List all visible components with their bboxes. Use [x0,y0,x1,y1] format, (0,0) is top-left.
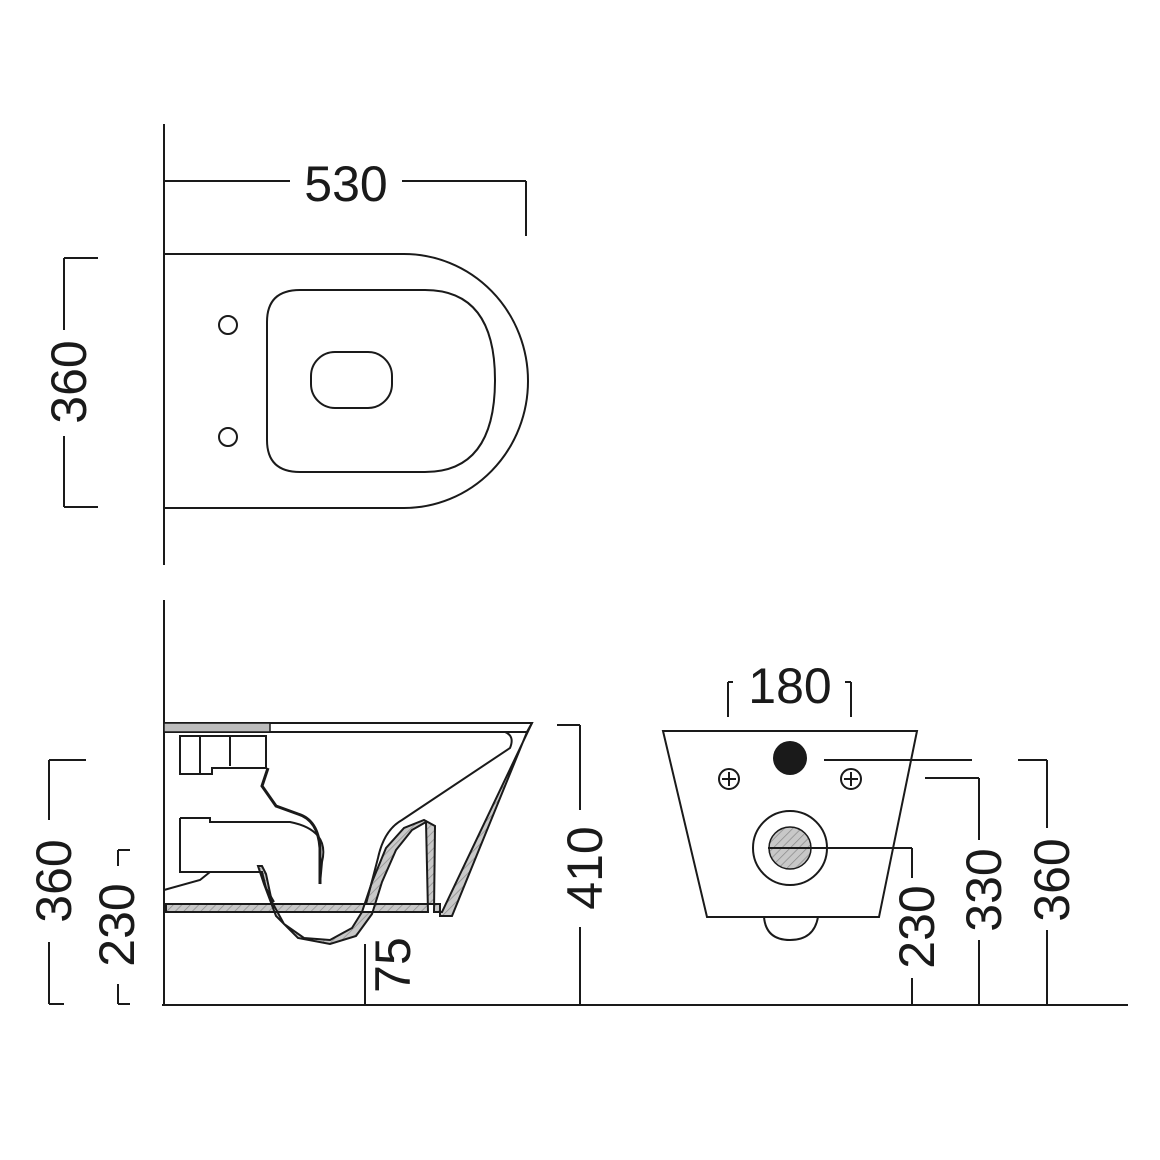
rear-view-inlet-pipe [773,741,807,775]
dimension-top-width: 530 [164,156,527,236]
dimension-label-360-rear: 360 [1024,838,1080,921]
side-view-outer-shell [165,722,533,946]
top-view-inner-rim [266,289,497,473]
dimension-label-360-side: 360 [26,839,82,922]
top-view-fixing-hole-lower [218,427,238,447]
top-view-fixing-hole-upper [218,315,238,335]
rear-view-fixing-hole-right [840,768,862,790]
dimension-label-180: 180 [748,658,831,714]
dimension-side-total-height: 360 [26,759,86,1005]
dimension-rear-fixing-height: 330 [925,777,1012,1005]
top-view-drain-hole [310,351,393,409]
dimension-rear-total-height: 360 [824,759,1080,1005]
side-view: 410 360 230 75 [26,600,1128,1006]
top-view-bowl-outline [164,253,529,509]
rear-view-fixing-hole-left [718,768,740,790]
dimension-side-outlet-offset: 75 [364,937,421,1005]
dimension-label-230-side: 230 [89,883,145,966]
side-view-inlet-block [179,735,267,775]
dimension-label-410: 410 [557,826,613,909]
dimension-label-360-top: 360 [41,340,97,423]
dimension-rear-inlet-width: 180 [727,658,852,717]
dimension-top-depth: 360 [41,257,98,508]
side-view-bowl-inner-wall [270,731,513,905]
dimension-label-75: 75 [365,937,421,993]
dimension-side-rim-height: 410 [557,724,613,1005]
dimension-label-330: 330 [956,848,1012,931]
rear-view-body-outline [661,730,919,918]
dimension-side-outlet-height: 230 [89,849,145,1005]
dimension-label-530: 530 [304,156,387,212]
side-view-trap-curve [260,767,322,884]
dimension-label-230-rear: 230 [889,885,945,968]
top-view: 530 360 [41,124,529,565]
rear-view-bottom-arc [763,916,819,942]
rear-view: 180 230 330 360 [661,658,1080,1005]
side-view-outlet-horn [180,817,325,885]
dimension-rear-outlet-height: 230 [768,847,945,1005]
